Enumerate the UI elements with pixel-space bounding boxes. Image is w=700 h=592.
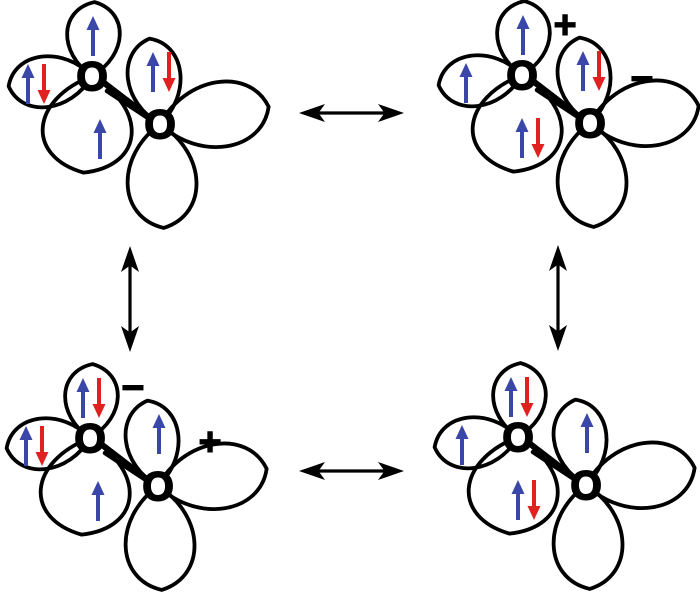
orbital-lobe-o1-top bbox=[65, 0, 122, 78]
spin-up-arrow-icon bbox=[504, 377, 518, 417]
orbital-lobe-o1-bottom bbox=[38, 436, 132, 537]
resonance-arrowhead-icon bbox=[299, 462, 325, 480]
oxygen-atom-label-2: O bbox=[142, 465, 173, 509]
orbital-lobe-o1-bottom bbox=[470, 73, 564, 174]
oxygen-atom-mask bbox=[145, 473, 171, 499]
spin-down-arrow-icon bbox=[92, 378, 106, 418]
resonance-structure-bottom-left: OO−+ bbox=[4, 362, 269, 592]
orbital-lobe-o2-top bbox=[123, 398, 181, 488]
oxygen-atom-label-2: O bbox=[144, 103, 175, 147]
orbital-lobe-o1-bottom bbox=[40, 74, 134, 175]
spin-up-arrow-icon bbox=[580, 413, 594, 453]
orbital-lobe-o2-top bbox=[551, 397, 609, 487]
spin-down-arrow-icon bbox=[37, 64, 51, 104]
orbital-lobe-o2-bottom bbox=[551, 483, 625, 591]
resonance-structure-top-right: OO + − bbox=[436, 0, 700, 229]
oxygen-atom-label-1: O bbox=[506, 54, 537, 98]
oo-double-bond-line-1 bbox=[98, 440, 151, 482]
spin-up-arrow-icon bbox=[516, 15, 530, 55]
orbital-lobe-o1-top bbox=[63, 362, 120, 440]
resonance-arrowhead-icon bbox=[299, 104, 325, 122]
oxygen-atom-label-2: O bbox=[570, 464, 601, 508]
oo-double-bond-line-1 bbox=[530, 77, 583, 119]
oxygen-atom-mask bbox=[147, 111, 173, 137]
oxygen-atom-label-1: O bbox=[502, 416, 533, 460]
formal-charge-right: + bbox=[198, 420, 221, 464]
orbital-lobe-o2-right bbox=[156, 441, 269, 511]
orbital-lobe-o1-left bbox=[4, 416, 92, 472]
oxygen-atom-mask bbox=[573, 472, 599, 498]
spin-down-arrow-icon bbox=[35, 426, 49, 466]
orbital-lobe-o2-bottom bbox=[555, 121, 629, 229]
orbital-lobe-o2-bottom bbox=[125, 122, 199, 230]
orbital-lobe-o1-top bbox=[495, 0, 552, 77]
oxygen-atom-mask bbox=[509, 62, 535, 88]
orbital-lobe-o1-bottom bbox=[466, 435, 560, 536]
orbital-lobe-o2-top bbox=[555, 35, 613, 125]
spin-up-arrow-icon bbox=[19, 426, 33, 466]
spin-up-arrow-icon bbox=[76, 378, 90, 418]
orbital-lobe-o1-left bbox=[436, 53, 524, 109]
resonance-arrowhead-icon bbox=[549, 245, 567, 271]
formal-charge-top: − bbox=[121, 366, 144, 410]
orbital-lobe-o2-right bbox=[158, 79, 271, 149]
orbital-lobe-o2-bottom bbox=[123, 484, 197, 592]
resonance-arrowhead-icon bbox=[121, 326, 139, 352]
resonance-structure-bottom-right: OO bbox=[432, 361, 697, 591]
oxygen-atom-label-2: O bbox=[574, 102, 605, 146]
resonance-arrowhead-icon bbox=[121, 246, 139, 272]
oo-double-bond-line-2 bbox=[104, 88, 154, 123]
orbital-lobe-o2-right bbox=[588, 78, 700, 148]
oxygen-atom-mask bbox=[77, 425, 103, 451]
spin-up-arrow-icon bbox=[511, 480, 525, 520]
oo-double-bond-line-2 bbox=[102, 450, 152, 485]
oo-double-bond-line-2 bbox=[534, 87, 584, 122]
spin-up-arrow-icon bbox=[146, 52, 160, 92]
formal-charge-right: − bbox=[630, 57, 653, 101]
spin-up-arrow-icon bbox=[152, 414, 166, 454]
spin-up-arrow-icon bbox=[576, 51, 590, 91]
spin-up-arrow-icon bbox=[459, 63, 473, 103]
spin-down-arrow-icon bbox=[162, 52, 176, 92]
oxygen-atom-label-1: O bbox=[76, 55, 107, 99]
resonance-structure-top-left: OO bbox=[6, 0, 271, 230]
spin-down-arrow-icon bbox=[531, 118, 545, 158]
resonance-arrowhead-icon bbox=[378, 104, 404, 122]
spin-down-arrow-icon bbox=[527, 480, 541, 520]
formal-charge-top: + bbox=[553, 3, 576, 47]
spin-up-arrow-icon bbox=[86, 16, 100, 56]
spin-down-arrow-icon bbox=[592, 51, 606, 91]
oo-double-bond-line-1 bbox=[526, 439, 579, 481]
oxygen-atom-mask bbox=[577, 110, 603, 136]
orbital-lobe-o2-right bbox=[584, 440, 697, 510]
orbital-lobe-o1-left bbox=[432, 415, 520, 471]
spin-up-arrow-icon bbox=[93, 119, 107, 159]
spin-up-arrow-icon bbox=[91, 481, 105, 521]
orbital-lobe-o1-left bbox=[6, 54, 94, 110]
spin-up-arrow-icon bbox=[515, 118, 529, 158]
oo-double-bond-line-2 bbox=[530, 449, 580, 484]
oo-double-bond-line-1 bbox=[100, 78, 153, 120]
spin-up-arrow-icon bbox=[455, 425, 469, 465]
orbital-lobe-o1-top bbox=[491, 361, 548, 439]
oxygen-atom-mask bbox=[505, 424, 531, 450]
oxygen-atom-label-1: O bbox=[74, 417, 105, 461]
resonance-arrowhead-icon bbox=[549, 325, 567, 351]
resonance-arrowhead-icon bbox=[378, 462, 404, 480]
orbital-lobe-o2-top bbox=[125, 36, 183, 126]
spin-down-arrow-icon bbox=[520, 377, 534, 417]
oxygen-atom-mask bbox=[79, 63, 105, 89]
spin-up-arrow-icon bbox=[21, 64, 35, 104]
